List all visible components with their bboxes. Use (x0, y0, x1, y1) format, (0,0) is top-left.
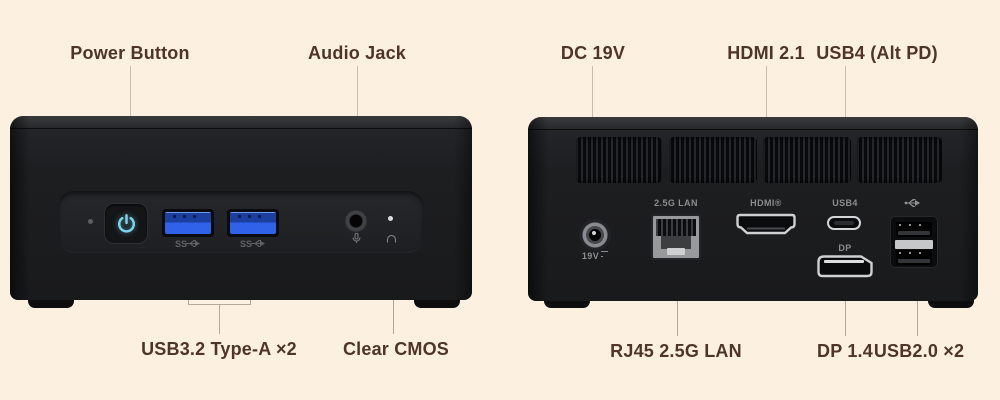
device-front-view: SS SS (10, 116, 472, 311)
dc-jack-highlight (592, 231, 596, 235)
callout-hdmi: HDMI 2.1 (727, 43, 805, 63)
hdmi-port-label: HDMI® (750, 198, 782, 208)
callout-usb32: USB3.2 Type-A ×2 (141, 339, 297, 359)
vent-grille (763, 137, 851, 183)
callout-dc: DC 19V (560, 43, 626, 63)
callout-audio-jack: Audio Jack (307, 43, 407, 63)
device-rear-view: 19V 2.5G LAN HDMI® USB4 DP (528, 117, 978, 312)
leader-line (845, 285, 846, 336)
superspeed-usb-icon: SS (240, 239, 266, 249)
callout-usb4: USB4 (Alt PD) (816, 43, 938, 63)
dc-voltage-text: 19V (581, 251, 600, 261)
chassis-left-edge (10, 116, 30, 300)
headphone-icon (386, 234, 397, 243)
audio-jack-port (343, 208, 369, 234)
leader-bracket (188, 304, 251, 305)
lan-port-label: 2.5G LAN (654, 198, 698, 208)
leader-line (219, 305, 220, 334)
usb2-dual-port (890, 216, 938, 268)
clear-cmos-pinhole (388, 216, 393, 221)
chassis-lid-edge (528, 117, 978, 130)
rj45-cavity (661, 236, 691, 249)
leader-line (917, 279, 918, 336)
callout-clear-cmos: Clear CMOS (342, 339, 450, 359)
usb2-port-bottom (896, 250, 932, 265)
power-led (88, 219, 93, 224)
usb3-port-2-inner (230, 212, 276, 234)
usb-icon (904, 198, 921, 208)
dp-port-label: DP (838, 243, 852, 253)
usb2-divider (895, 240, 933, 249)
superspeed-usb-icon: SS (175, 239, 201, 249)
usb3-port-1-inner (165, 212, 211, 234)
front-chassis: SS SS (10, 116, 472, 300)
usb-c-slot (834, 221, 854, 225)
displayport-port (817, 255, 873, 278)
callout-power-button: Power Button (70, 43, 190, 63)
superspeed-label: SS (240, 239, 252, 249)
chassis-right-edge (960, 117, 978, 301)
superspeed-label: SS (175, 239, 187, 249)
callout-rj45: RJ45 2.5G LAN (610, 341, 742, 361)
rj45-port (651, 214, 701, 260)
hdmi-port (736, 213, 796, 235)
usb2-port-top (896, 222, 932, 237)
power-button (104, 203, 148, 244)
vent-grille (576, 137, 662, 183)
callout-usb20: USB2.0 ×2 (873, 341, 965, 361)
chassis-right-edge (454, 116, 472, 300)
dc-symbol-icon (601, 251, 609, 257)
rj45-pins (656, 219, 696, 236)
dc-voltage-label: 19V (575, 250, 615, 262)
vent-grille (669, 137, 757, 183)
usb3-port-2 (227, 209, 279, 237)
dc-power-jack (579, 219, 611, 251)
chassis-left-edge (528, 117, 548, 301)
chassis-lid-edge (10, 116, 472, 129)
vent-grille (857, 137, 942, 183)
rj45-clip-tab (667, 248, 685, 255)
power-icon (117, 214, 135, 233)
callout-dp14: DP 1.4 (817, 341, 873, 361)
usb4-type-c-port (827, 216, 861, 230)
rear-chassis: 19V 2.5G LAN HDMI® USB4 DP (528, 117, 978, 301)
usb3-port-1 (162, 209, 214, 237)
usb4-port-label: USB4 (832, 198, 858, 208)
mic-icon (352, 233, 361, 243)
